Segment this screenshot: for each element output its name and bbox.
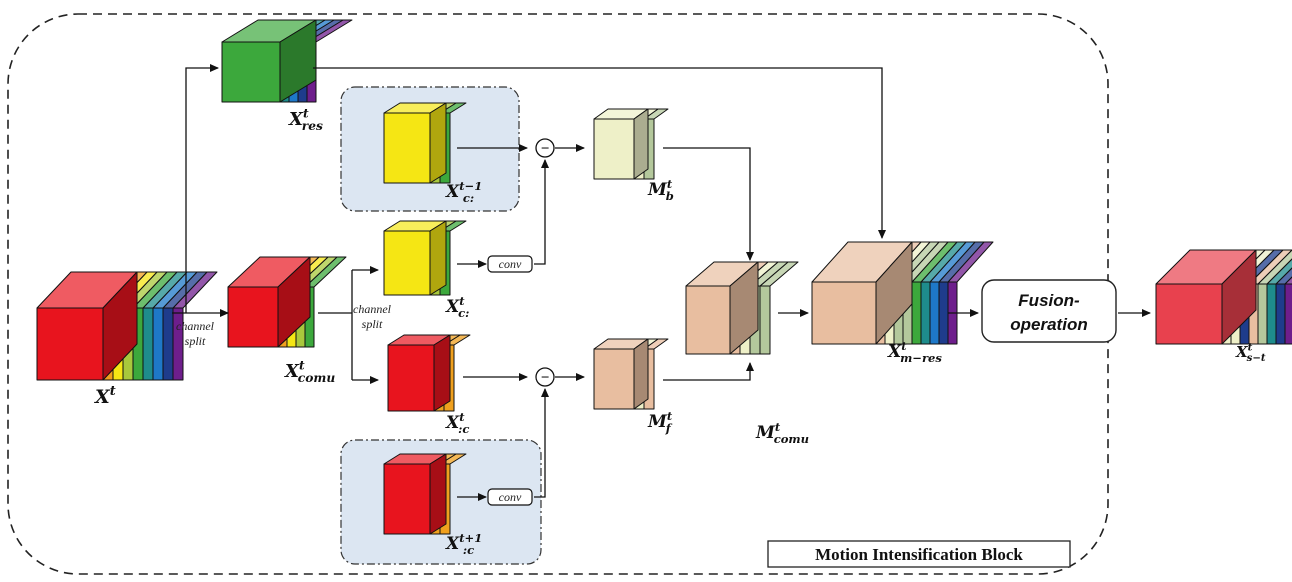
minus-symbol-bottom: − [541, 370, 550, 386]
cube-x-s-t [1155, 249, 1292, 345]
connectors [172, 64, 1151, 501]
cube-m-b [593, 108, 669, 180]
fusion-label-line1: Fusion- [1018, 291, 1080, 310]
minus-symbol-top: − [541, 141, 550, 157]
conv-label-top: conv [499, 257, 522, 271]
label-x-t: Xt [94, 384, 116, 408]
cube-x-t [36, 271, 218, 381]
split-label-2-line2: split [362, 317, 383, 331]
cube-x-m-res [811, 241, 994, 345]
conv-label-bottom: conv [499, 490, 522, 504]
cube-x-c-colon [383, 220, 467, 296]
cube-x-res [221, 19, 353, 103]
conv-box-bottom: conv [487, 488, 533, 506]
cube-m-f [593, 338, 669, 410]
label-x-colon-c-next: Xt+1:c [445, 531, 482, 557]
subtract-top: − [535, 138, 555, 158]
label-x-colon-c: Xt:c [445, 410, 469, 436]
cube-m-comu [685, 261, 799, 355]
subtract-bottom: − [535, 367, 555, 387]
fusion-label-line2: operation [1010, 315, 1087, 334]
conv-box-top: conv [487, 255, 533, 273]
split-label-2-line1: channel [353, 302, 392, 316]
cube-x-c-prev [383, 102, 467, 184]
block-title: Motion Intensification Block [815, 545, 1023, 564]
cube-x-comu [227, 256, 347, 348]
cube-x-colon-c-next [383, 453, 467, 535]
split-label-1-line1: channel [176, 319, 215, 333]
fusion-operation-box: Fusion- operation [981, 279, 1117, 343]
cube-x-colon-c [387, 334, 471, 412]
split-label-1-line2: split [185, 334, 206, 348]
block-title-box: Motion Intensification Block [767, 540, 1071, 568]
